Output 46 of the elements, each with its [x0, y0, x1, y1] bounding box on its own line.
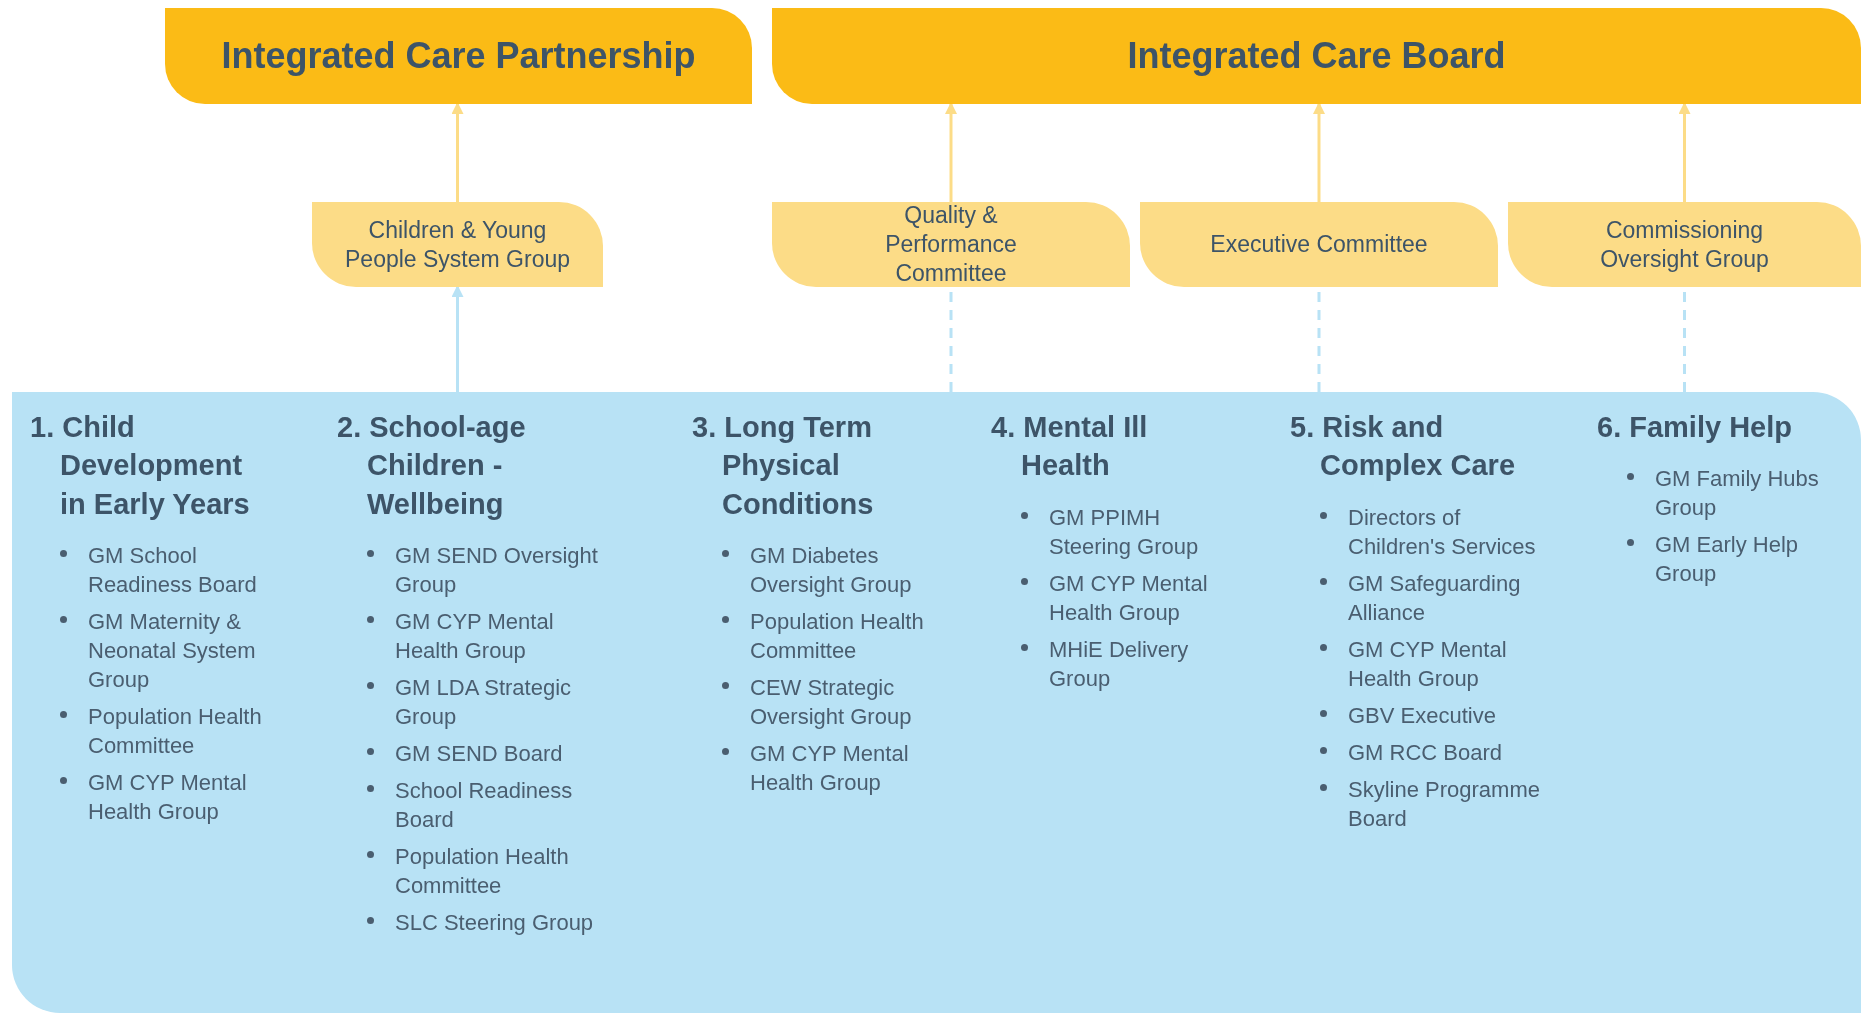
bullet-item: Skyline Programme Board	[1348, 776, 1540, 831]
bullet-item: GM SEND Oversight Group	[395, 542, 598, 597]
group-banner	[165, 8, 752, 104]
committee-box: Quality & Performance Committee	[772, 202, 1130, 287]
bullet-item: GM PPIMH Steering Group	[1049, 504, 1199, 559]
arrow	[451, 285, 464, 392]
column-heading: 3. Long Term Physical Conditions	[692, 410, 875, 522]
bullet-item: Population Health Committee	[750, 608, 924, 663]
bullet-item: GM School Readiness Board	[88, 542, 257, 597]
bullet-item: Population Health Committee	[395, 844, 569, 899]
bullet-item: GM CYP Mental Health Group	[1348, 636, 1507, 691]
bullet-item: GM CYP Mental Health Group	[1049, 570, 1208, 625]
column-heading: 2. School-age Children - Wellbeing	[337, 410, 527, 522]
column-heading: 4. Mental Ill Health	[991, 410, 1149, 484]
bullet-item: MHiE Delivery Group	[1049, 636, 1189, 691]
bullet-item: GM Early Help Group	[1655, 532, 1799, 587]
committee-box: Children & Young People System Group	[312, 202, 603, 287]
column-heading: 1. Child Development in Early Years	[30, 410, 251, 522]
column-heading: 6. Family Help	[1597, 410, 1793, 445]
arrow	[945, 102, 957, 202]
bullet-item: SLC Steering Group	[395, 910, 594, 936]
arrow	[451, 102, 464, 202]
bullet-item: GM LDA Strategic Group	[395, 674, 572, 729]
bullet-item: GM CYP Mental Health Group	[395, 608, 554, 663]
bullet-item: GM Family Hubs Group	[1655, 466, 1819, 521]
workstream-panel	[12, 392, 1861, 1013]
arrow	[1313, 102, 1325, 202]
bullet-item: School Readiness Board	[395, 778, 573, 833]
committee-box: Executive Committee	[1140, 202, 1498, 287]
bullet-item: GBV Executive	[1348, 702, 1496, 728]
bullet-item: GM Diabetes Oversight Group	[750, 542, 912, 597]
bullet-item: GM CYP Mental Health Group	[88, 770, 247, 825]
column-heading: 5. Risk and Complex Care	[1290, 410, 1516, 484]
bullet-item: Directors of Children's Services	[1348, 504, 1536, 559]
banner-title: Integrated Care Partnership	[221, 35, 696, 77]
bullet-item: GM Safeguarding Alliance	[1348, 570, 1521, 625]
group-banner	[772, 8, 1861, 104]
committee-box: Commissioning Oversight Group	[1508, 202, 1861, 287]
bullet-item: Population Health Committee	[88, 703, 262, 758]
arrow	[1678, 102, 1691, 202]
bullet-item: GM CYP Mental Health Group	[750, 741, 909, 795]
bullet-item: GM SEND Board	[395, 741, 563, 766]
bullet-item: CEW Strategic Oversight Group	[750, 674, 912, 729]
bullet-item: GM Maternity & Neonatal System Group	[88, 608, 256, 692]
banner-title: Integrated Care Board	[1127, 35, 1506, 77]
bullet-item: GM RCC Board	[1348, 739, 1503, 765]
